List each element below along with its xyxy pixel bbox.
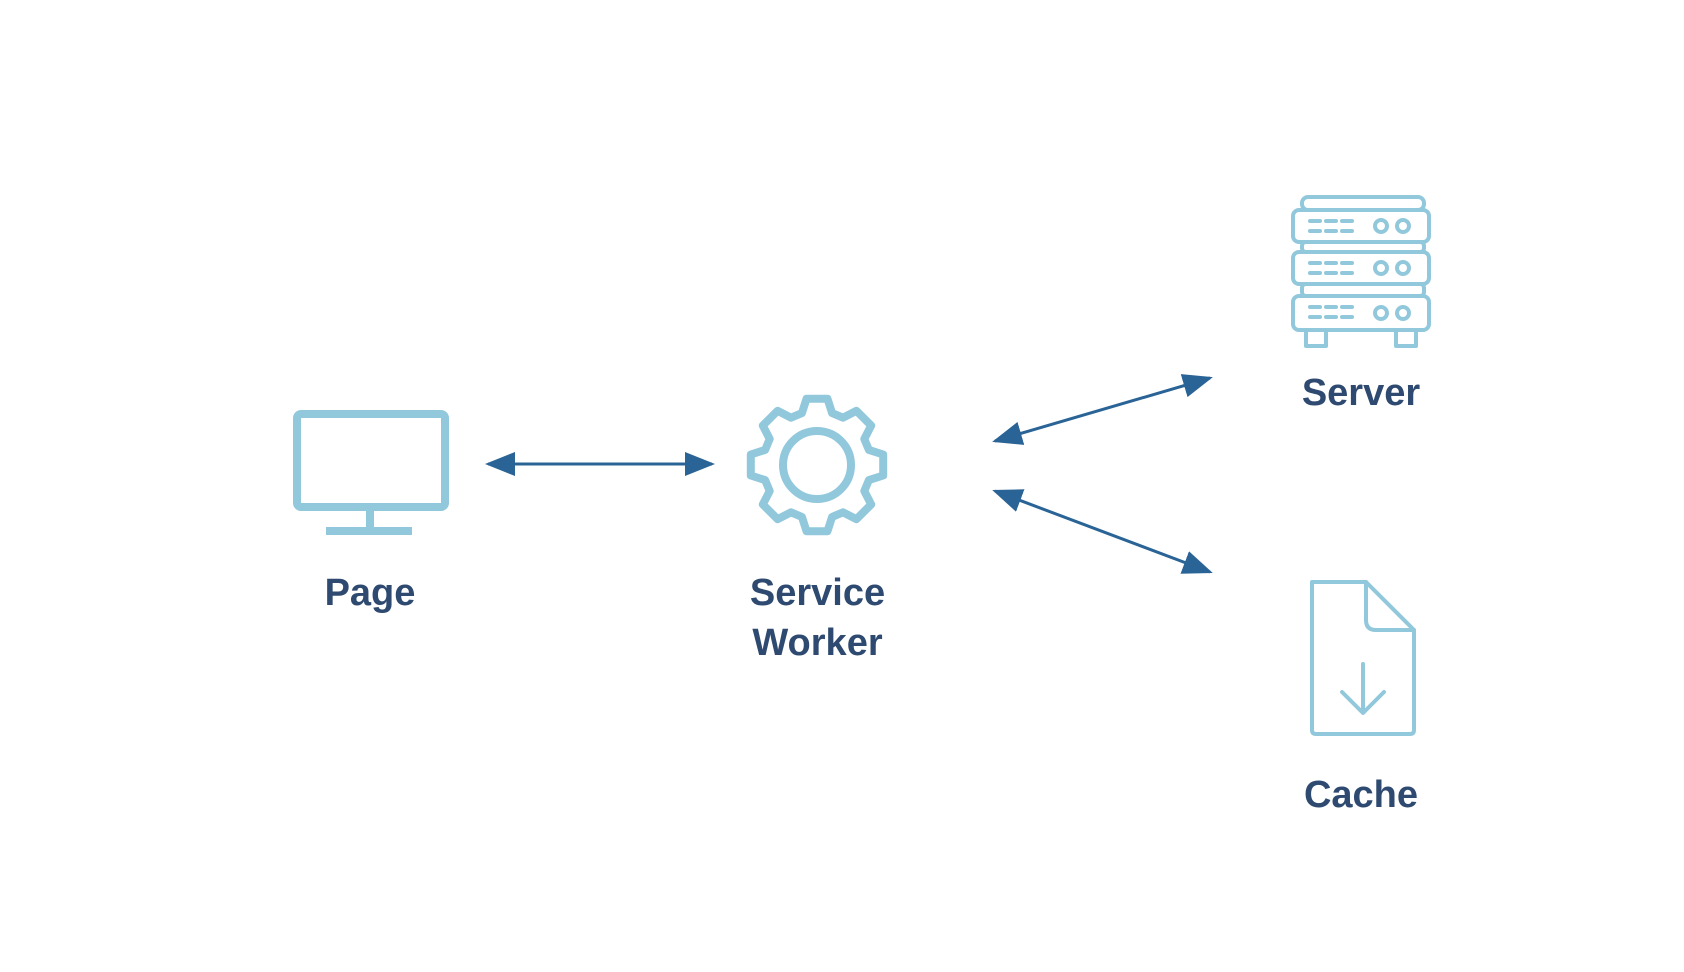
cache-label: Cache xyxy=(1303,774,1419,816)
server-rack-icon xyxy=(1291,195,1431,348)
service-worker-label: Service Worker xyxy=(730,568,905,668)
service-worker-label-line2: Worker xyxy=(752,622,883,664)
monitor-icon xyxy=(293,410,449,535)
server-label: Server xyxy=(1301,372,1421,414)
page-label: Page xyxy=(324,572,416,614)
file-download-icon xyxy=(1310,580,1416,736)
arrow-service-worker-server xyxy=(992,374,1213,445)
service-worker-label-line1: Service xyxy=(749,572,886,614)
arrow-service-worker-cache xyxy=(992,489,1213,574)
gear-icon xyxy=(746,394,888,536)
